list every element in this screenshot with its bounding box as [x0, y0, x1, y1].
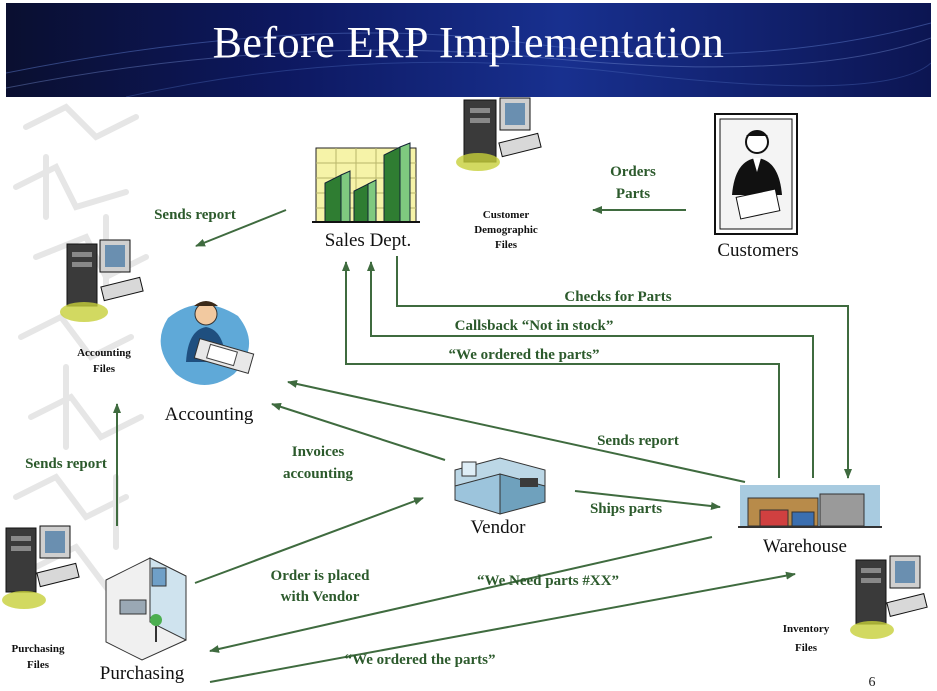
- checks-for-parts-label: Checks for Parts: [564, 289, 671, 305]
- accounting-files-label-line1: Accounting: [77, 347, 131, 359]
- customer-person-icon: [714, 113, 798, 235]
- inventory-files-computer-icon: [850, 555, 928, 639]
- arrow-purchasing-order-vendor: [194, 497, 424, 584]
- banner-swoosh-decoration: [6, 22, 931, 97]
- customer-files-computer-icon: [456, 97, 542, 171]
- sales-dept-label: Sales Dept.: [325, 230, 412, 251]
- invoices-accounting-label-line2: accounting: [283, 466, 354, 482]
- customer-files-label-line2: Demographic: [474, 224, 538, 236]
- warehouse-label: Warehouse: [763, 536, 847, 557]
- title-banner: Before ERP Implementation: [6, 3, 931, 97]
- callsback-not-in-stock-label: Callsback “Not in stock”: [455, 318, 614, 334]
- vendor-machine-icon: [454, 457, 546, 515]
- accounting-files-label-line2: Files: [93, 363, 116, 375]
- page-number: 6: [869, 675, 876, 690]
- purchasing-label: Purchasing: [100, 663, 185, 684]
- arrow-warehouse-need-parts-purchasing: [209, 536, 713, 653]
- purchasing-files-computer-icon: [2, 525, 80, 609]
- customer-files-label-line1: Customer: [483, 209, 530, 221]
- we-ordered-parts-bottom-label: “We ordered the parts”: [345, 652, 496, 668]
- accounting-files-computer-icon: [60, 239, 144, 322]
- arrow-vendor-ships-warehouse: [574, 490, 721, 510]
- background-texture-decoration: [13, 103, 149, 591]
- ships-parts-label: Ships parts: [590, 501, 662, 517]
- arrow-sales-to-accounting-files: [195, 209, 287, 247]
- inventory-files-label-line1: Inventory: [783, 623, 830, 635]
- invoices-accounting-label-line1: Invoices: [292, 444, 345, 460]
- sends-report-sales-label: Sends report: [154, 207, 236, 223]
- purchasing-files-label-line2: Files: [27, 659, 50, 671]
- sends-report-warehouse-label: Sends report: [597, 433, 679, 449]
- customers-label: Customers: [717, 240, 798, 261]
- we-need-parts-label: “We Need parts #XX”: [477, 573, 619, 589]
- slide-title: Before ERP Implementation: [212, 18, 725, 67]
- accountant-person-icon: [160, 301, 255, 385]
- arrow-vendor-invoices-accounting: [271, 402, 446, 461]
- purchasing-files-label-line1: Purchasing: [12, 643, 65, 655]
- purchasing-office-cubicle-icon: [105, 557, 187, 661]
- arrow-sales-checks-warehouse: [396, 256, 852, 479]
- arrow-warehouse-ordered-sales: [342, 261, 780, 478]
- arrow-purchasing-ordered-inventory: [209, 571, 796, 683]
- sales-chart-icon: [312, 142, 420, 223]
- inventory-files-label-line2: Files: [795, 642, 818, 654]
- warehouse-building-icon: [738, 485, 882, 528]
- sends-report-purchasing-label: Sends report: [25, 456, 107, 472]
- we-ordered-parts-to-sales-label: “We ordered the parts”: [449, 347, 600, 363]
- orders-parts-label-line2: Parts: [616, 186, 650, 202]
- accounting-label: Accounting: [165, 404, 254, 425]
- vendor-label: Vendor: [471, 517, 527, 538]
- arrow-warehouse-report-accounting: [287, 380, 746, 483]
- order-placed-label-line2: with Vendor: [281, 589, 360, 605]
- orders-parts-label-line1: Orders: [610, 164, 656, 180]
- arrow-warehouse-callsback-sales: [367, 261, 814, 478]
- customer-files-label-line3: Files: [495, 239, 518, 251]
- order-placed-label-line1: Order is placed: [271, 568, 371, 584]
